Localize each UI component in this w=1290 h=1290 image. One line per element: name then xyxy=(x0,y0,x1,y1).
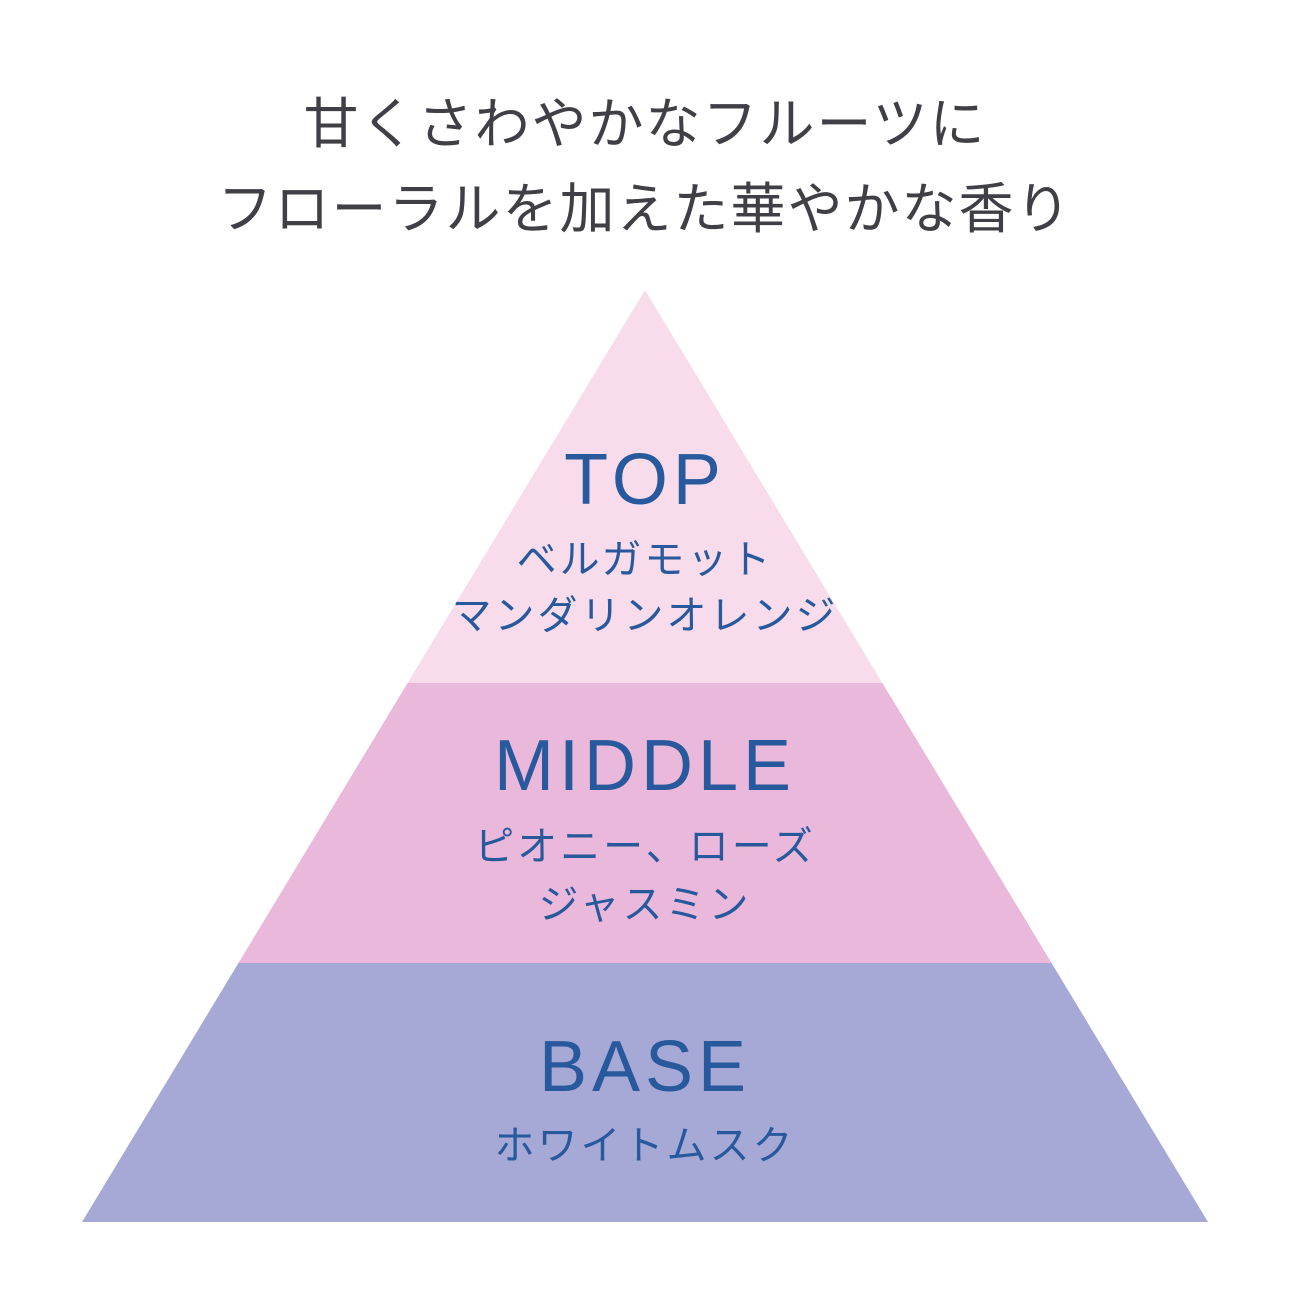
description-header: 甘くさわやかなフルーツに フローラルを加えた華やかな香り xyxy=(0,82,1290,252)
middle-layer-note: ピオニー、ローズ xyxy=(474,825,816,869)
top-layer-note: ベルガモット xyxy=(516,538,774,582)
base-layer-label: BASE xyxy=(538,1027,752,1107)
middle-layer-note: ジャスミン xyxy=(538,883,752,927)
top-layer-label: TOP xyxy=(564,440,726,520)
header-line-1: 甘くさわやかなフルーツに xyxy=(303,93,987,155)
fragrance-pyramid: TOP ベルガモット マンダリンオレンジ MIDDLE ピオニー、ローズ ジャス… xyxy=(82,290,1208,1222)
middle-layer-label: MIDDLE xyxy=(493,726,797,806)
pyramid-layer-middle: MIDDLE ピオニー、ローズ ジャスミン xyxy=(82,683,1208,963)
base-layer-note: ホワイトムスク xyxy=(494,1124,796,1168)
header-line-2: フローラルを加えた華やかな香り xyxy=(217,178,1073,240)
top-layer-note: マンダリンオレンジ xyxy=(451,594,839,638)
pyramid-layer-top: TOP ベルガモット マンダリンオレンジ xyxy=(82,290,1208,683)
pyramid-layer-base: BASE ホワイトムスク xyxy=(82,963,1208,1222)
